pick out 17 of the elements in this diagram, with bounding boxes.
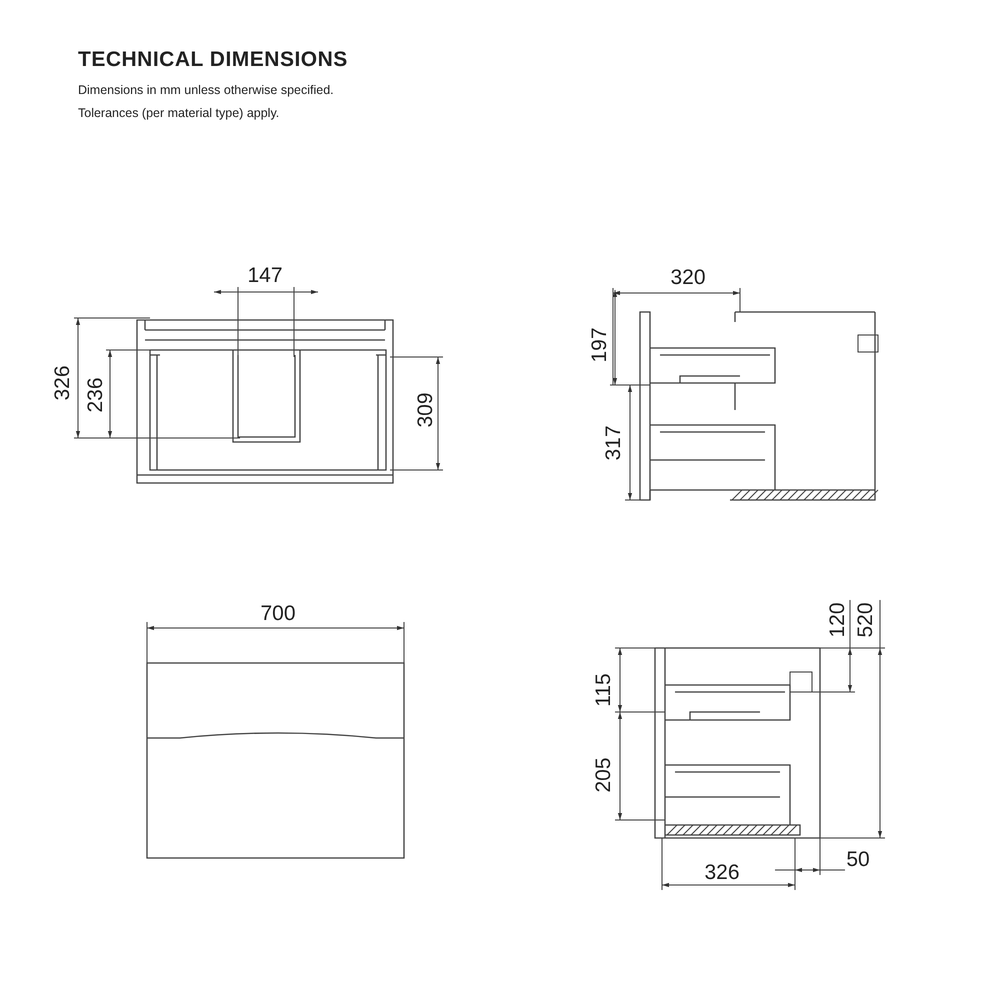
dimension-label: 115 (593, 673, 615, 707)
dimension-label: 700 (260, 603, 296, 625)
dimension-label: 197 (589, 327, 611, 363)
dimension-label: 120 (827, 602, 849, 638)
dimension-label: 205 (593, 757, 615, 793)
note-text: Tolerances (per material type) apply. (78, 106, 280, 120)
title: TECHNICAL DIMENSIONS (78, 48, 348, 72)
dimension-label: 50 (846, 849, 870, 871)
dimension-label: 317 (603, 425, 625, 461)
dimension-label: 147 (247, 265, 283, 287)
dimension-label: 320 (670, 267, 706, 289)
dimension-label: 236 (85, 377, 107, 413)
dimension-label: 309 (415, 392, 437, 428)
dimension-label: 326 (52, 365, 74, 401)
dimension-label: 326 (704, 862, 740, 884)
note-text: Dimensions in mm unless otherwise specified. (78, 83, 334, 97)
dimension-label: 520 (855, 602, 877, 638)
